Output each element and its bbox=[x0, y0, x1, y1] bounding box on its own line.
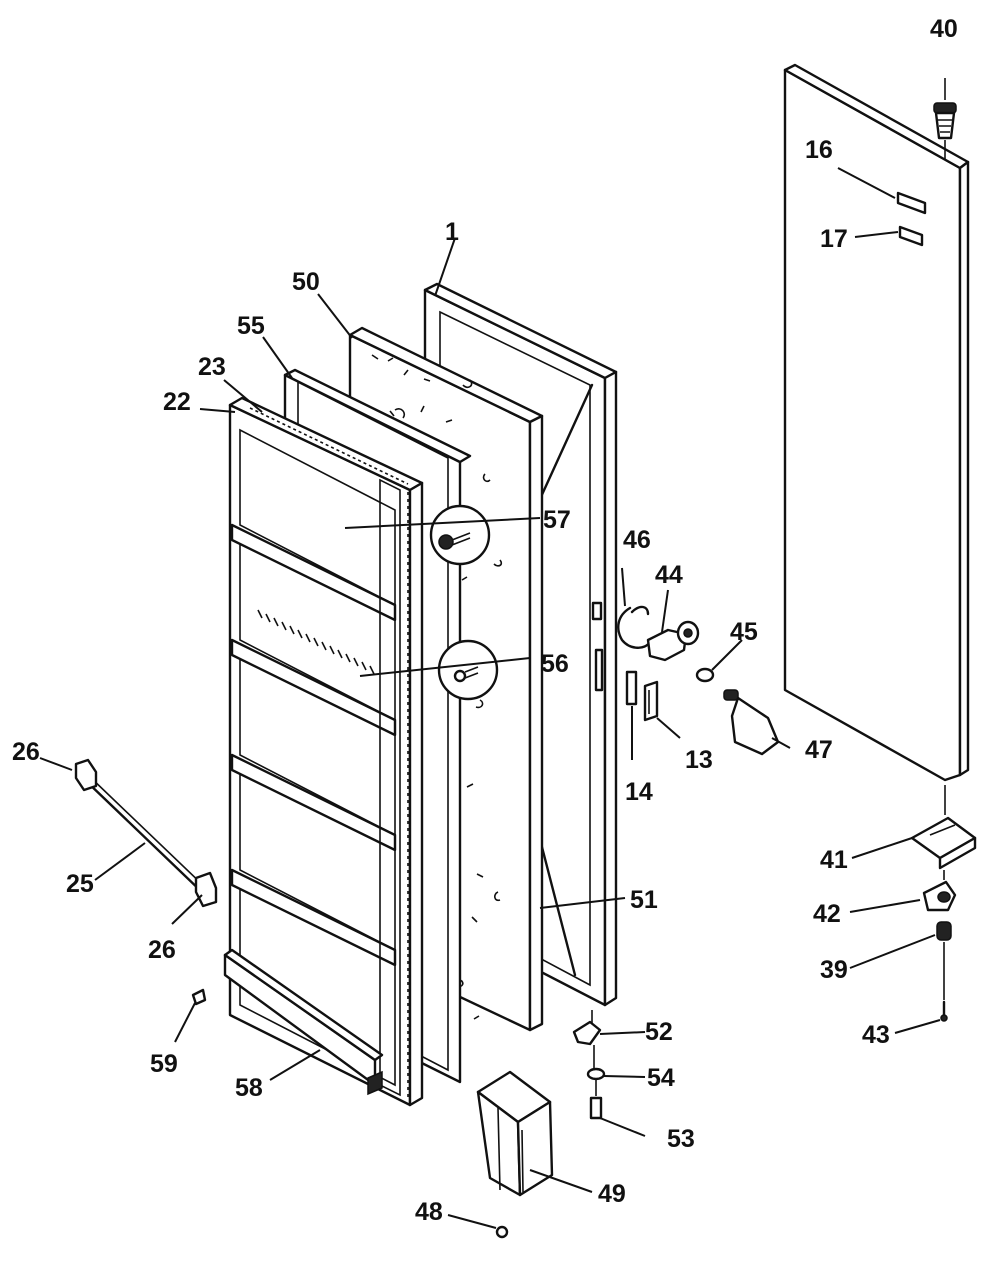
screw-53 bbox=[589, 1096, 603, 1120]
label-23: 23 bbox=[198, 353, 226, 381]
handle-cap-47 bbox=[723, 689, 780, 756]
detail-circle-56 bbox=[437, 639, 499, 701]
screw-48 bbox=[495, 1225, 509, 1239]
bottom-trim-58 bbox=[223, 948, 384, 1096]
label-22: 22 bbox=[163, 388, 191, 416]
label-13: 13 bbox=[685, 746, 713, 774]
label-26-top: 26 bbox=[12, 738, 40, 766]
nameplate-16 bbox=[896, 191, 927, 215]
lock-cylinder-44 bbox=[646, 620, 700, 662]
shelf-bar-25 bbox=[83, 774, 209, 897]
label-54: 54 bbox=[647, 1064, 675, 1092]
label-39: 39 bbox=[820, 956, 848, 984]
leader-lines bbox=[39, 167, 941, 1229]
label-14: 14 bbox=[625, 778, 653, 806]
hinge-bushing-42 bbox=[922, 880, 957, 912]
label-43: 43 bbox=[862, 1021, 890, 1049]
hinge-screw-39 bbox=[936, 921, 952, 941]
label-47: 47 bbox=[805, 736, 833, 764]
washer-45 bbox=[695, 667, 715, 683]
label-55: 55 bbox=[237, 312, 265, 340]
label-45: 45 bbox=[730, 618, 758, 646]
detail-circle-57 bbox=[429, 504, 491, 566]
hinge-pin-40 bbox=[933, 102, 957, 140]
label-48: 48 bbox=[415, 1198, 443, 1226]
hinge-bracket-41 bbox=[910, 816, 977, 870]
handle-spring-46 bbox=[617, 605, 652, 649]
label-16: 16 bbox=[805, 136, 833, 164]
label-25: 25 bbox=[66, 870, 94, 898]
label-56: 56 bbox=[541, 650, 569, 678]
clip-14 bbox=[625, 670, 638, 706]
label-51: 51 bbox=[630, 886, 658, 914]
washer-54 bbox=[586, 1067, 606, 1081]
bar-end-26-bottom bbox=[194, 871, 218, 908]
bar-end-26-top bbox=[74, 758, 98, 792]
label-53: 53 bbox=[667, 1125, 695, 1153]
label-57: 57 bbox=[543, 506, 571, 534]
part-number-labels: 1 50 55 23 22 57 56 46 44 45 47 13 14 51… bbox=[12, 15, 958, 1226]
label-59: 59 bbox=[150, 1050, 178, 1078]
label-1: 1 bbox=[445, 218, 459, 246]
label-58: 58 bbox=[235, 1074, 263, 1102]
label-42: 42 bbox=[813, 900, 841, 928]
label-plate-17 bbox=[898, 225, 924, 247]
label-52: 52 bbox=[645, 1018, 673, 1046]
label-17: 17 bbox=[820, 225, 848, 253]
label-44: 44 bbox=[655, 561, 683, 589]
screw-59 bbox=[191, 988, 207, 1006]
clip-13 bbox=[643, 680, 659, 722]
label-40: 40 bbox=[930, 15, 958, 43]
hinge-bracket-52 bbox=[572, 1020, 602, 1046]
hinge-cover-49 bbox=[476, 1070, 554, 1197]
label-49: 49 bbox=[598, 1180, 626, 1208]
label-26-bottom: 26 bbox=[148, 936, 176, 964]
label-41: 41 bbox=[820, 846, 848, 874]
outer-door-panel bbox=[783, 63, 970, 782]
screw-43 bbox=[940, 1000, 948, 1022]
door-shelf-assembly-22 bbox=[228, 396, 424, 1107]
label-46: 46 bbox=[623, 526, 651, 554]
label-50: 50 bbox=[292, 268, 320, 296]
